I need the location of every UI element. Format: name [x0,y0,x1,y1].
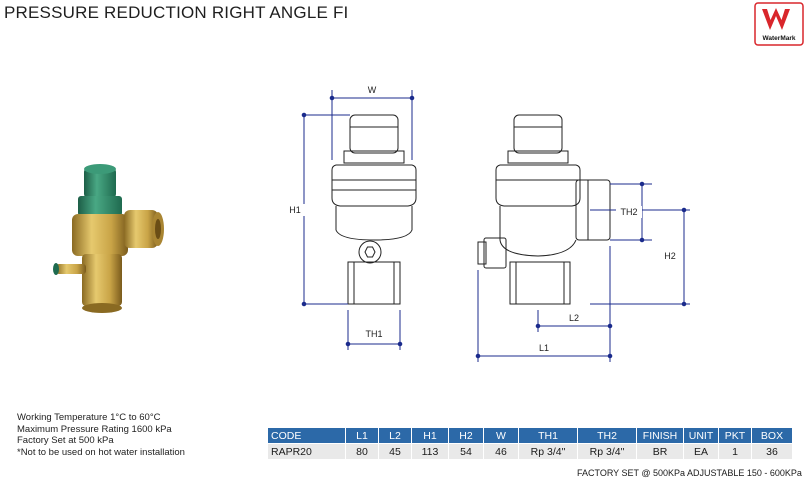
cell-w: 46 [483,443,519,459]
dim-label-h1: H1 [289,205,301,215]
dim-label-th1: TH1 [365,329,382,339]
cell-unit: EA [683,443,719,459]
header-pkt: PKT [718,428,752,444]
spec-notes: Working Temperature 1°C to 60°C Maximum … [17,412,185,458]
cell-th2: Rp 3/4" [577,443,637,459]
header-code: CODE [268,428,346,444]
header-finish: FINISH [636,428,684,444]
note-max-pressure: Maximum Pressure Rating 1600 kPa [17,423,172,435]
note-factory-set: Factory Set at 500 kPa [17,435,114,446]
header-th1: TH1 [518,428,578,444]
cell-h1: 113 [411,443,449,459]
cell-finish: BR [636,443,684,459]
spec-table: CODE L1 L2 H1 H2 W TH1 TH2 FINISH UNIT P… [268,428,793,459]
note-working-temperature: Working Temperature 1°C to 60°C [17,412,161,423]
dim-label-w: W [368,85,377,95]
spec-table-header: CODE L1 L2 H1 H2 W TH1 TH2 FINISH UNIT P… [268,428,793,444]
page-title: PRESSURE REDUCTION RIGHT ANGLE FI [4,3,349,22]
table-row: RAPR20 80 45 113 54 46 Rp 3/4" Rp 3/4" B… [268,443,793,459]
cell-pkt: 1 [718,443,752,459]
cell-th1: Rp 3/4" [518,443,578,459]
header-unit: UNIT [683,428,719,444]
watermark-text: WaterMark [762,35,796,42]
cell-h2: 54 [448,443,484,459]
dim-label-th2: TH2 [620,207,637,217]
cell-box: 36 [751,443,793,459]
dim-label-l2: L2 [569,313,579,323]
dim-label-h2: H2 [664,251,676,261]
header-l2: L2 [378,428,412,444]
cell-l2: 45 [378,443,412,459]
dim-label-l1: L1 [539,343,549,353]
header-box: BOX [751,428,793,444]
cell-l1: 80 [345,443,379,459]
header-w: W [483,428,519,444]
header-h1: H1 [411,428,449,444]
cell-code: RAPR20 [268,443,346,459]
factory-set-note: FACTORY SET @ 500KPa ADJUSTABLE 150 - 60… [577,468,802,478]
note-hot-water-warning: *Not to be used on hot water installatio… [17,446,185,458]
header-l1: L1 [345,428,379,444]
header-h2: H2 [448,428,484,444]
header-th2: TH2 [577,428,637,444]
